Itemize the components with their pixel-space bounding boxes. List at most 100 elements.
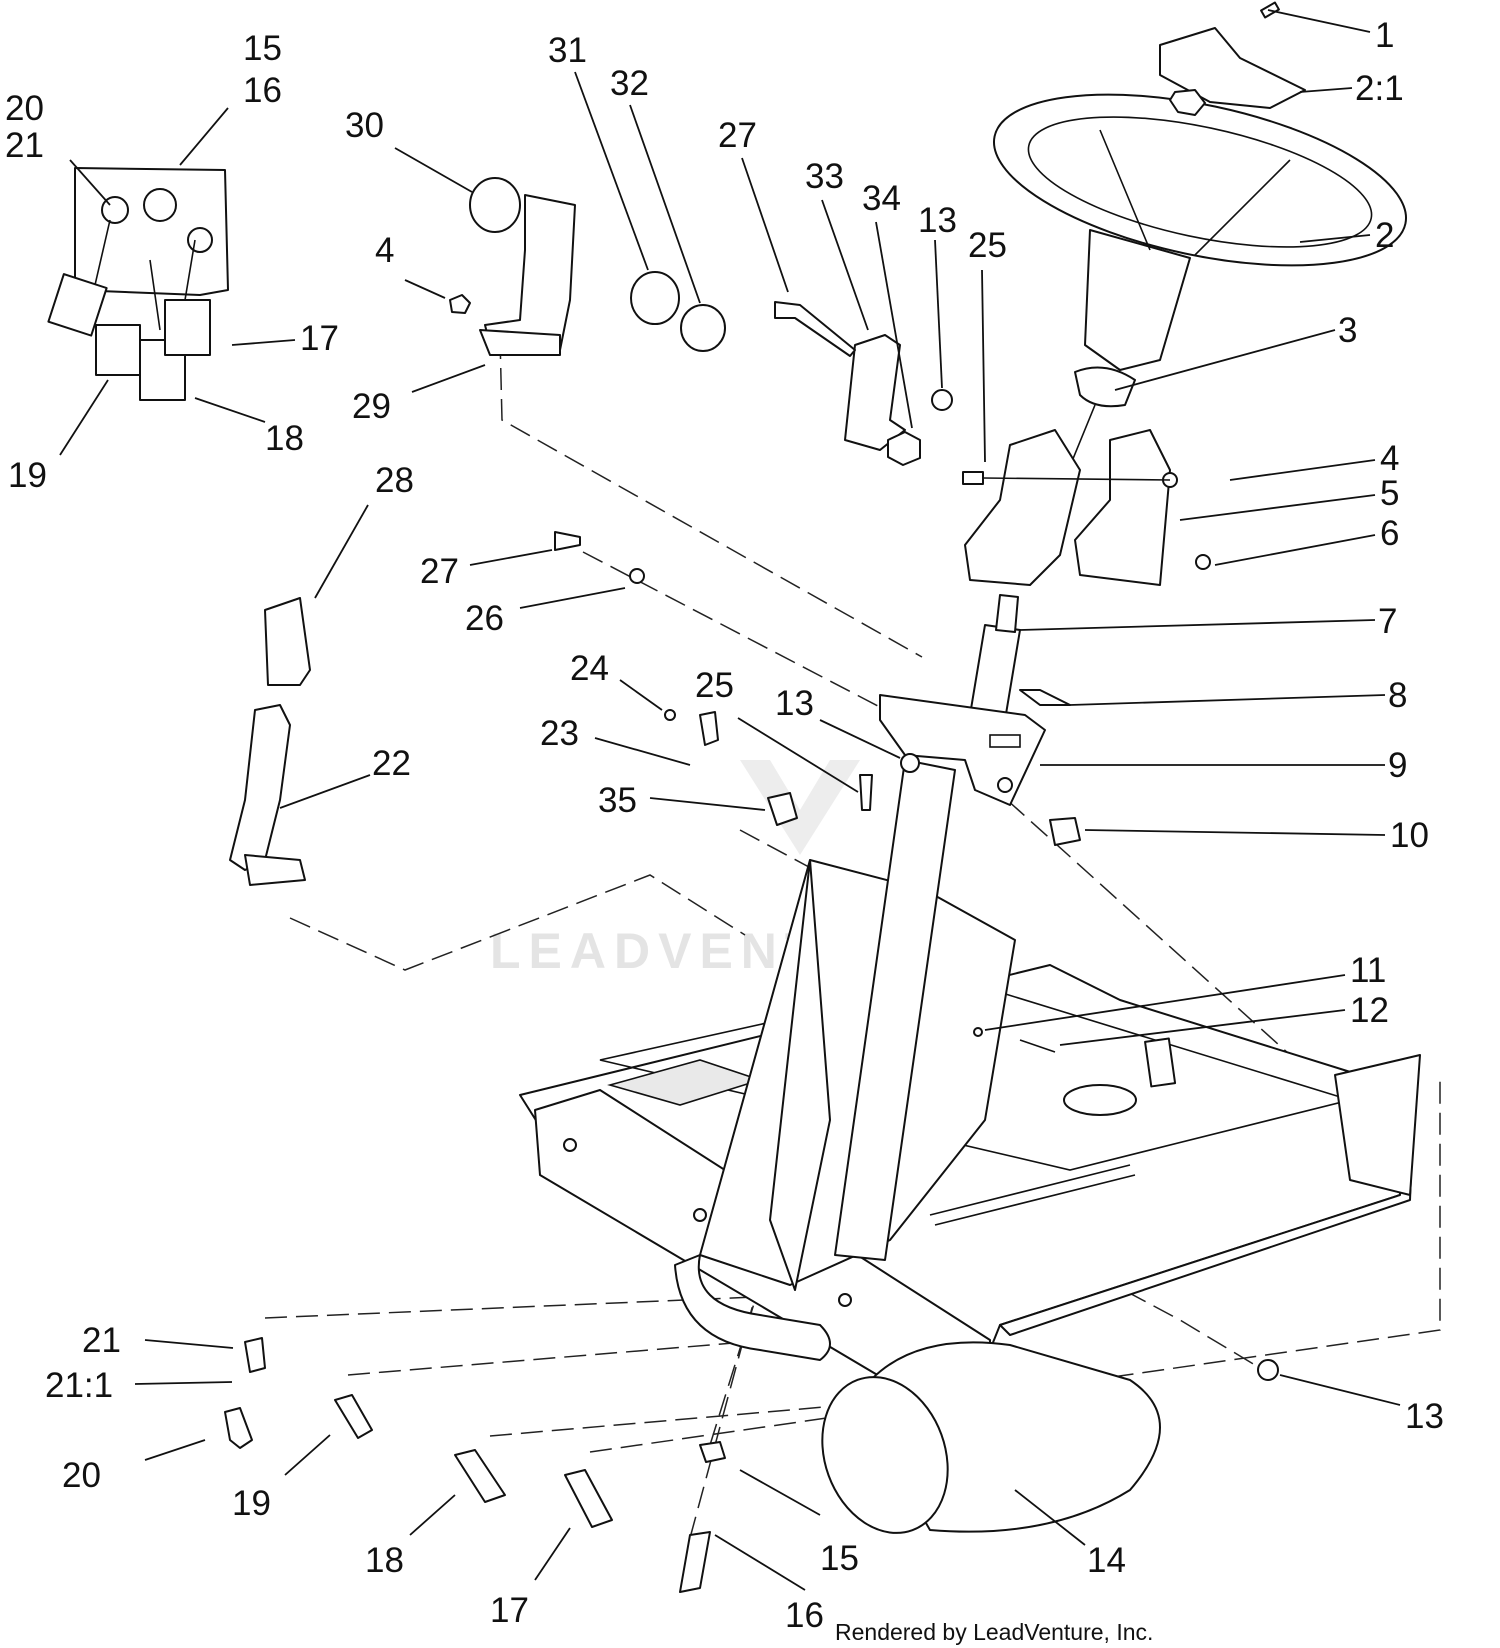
leader-12: [1059, 1009, 1346, 1046]
leader-23: [594, 737, 691, 766]
frame-slot: [929, 1164, 1136, 1226]
bolt-25-top: [962, 471, 984, 485]
fitting-17: [564, 1469, 613, 1528]
bolt-27-top: [774, 301, 856, 357]
hose-16: [679, 1531, 711, 1593]
valve-port: [187, 227, 213, 253]
leader-17-tl: [231, 339, 296, 346]
callout-30: 30: [345, 106, 384, 145]
spacer-26: [629, 568, 645, 584]
callout-2-1: 2:1: [1355, 69, 1404, 108]
leader-4-r: [1229, 459, 1376, 481]
washer-30: [469, 177, 521, 233]
callout-17-bottom: 17: [490, 1591, 529, 1630]
frame-bolt-hole: [693, 1208, 707, 1222]
watermark-logo: [740, 760, 860, 855]
leader-33: [821, 199, 869, 331]
callout-9: 9: [1388, 746, 1407, 785]
bumper-35: [767, 792, 798, 826]
callout-31: 31: [548, 31, 587, 70]
callout-15-bottom: 15: [820, 1539, 859, 1578]
leader-18-tl: [194, 397, 266, 423]
leader-22: [279, 774, 371, 809]
pin-11: [973, 1027, 983, 1037]
leader-16-tl: [179, 107, 229, 166]
callout-18-inset: 18: [265, 419, 304, 458]
callout-2: 2: [1375, 216, 1394, 255]
pin-12: [1019, 1039, 1056, 1053]
callout-25-top: 25: [968, 226, 1007, 265]
leader-6: [1214, 534, 1376, 566]
frame-tab: [1144, 1037, 1177, 1088]
callout-24: 24: [570, 649, 609, 688]
muffler-end: [821, 1376, 949, 1534]
callout-29: 29: [352, 387, 391, 426]
tower-front-face: [769, 859, 831, 1291]
callout-26: 26: [465, 599, 504, 638]
column-shaft-tip: [995, 594, 1019, 633]
bracket-nut-6: [1195, 554, 1211, 570]
frame-bolt-hole: [563, 1138, 577, 1152]
lever-33: [844, 334, 906, 451]
pedal-pivot: [244, 854, 306, 886]
leader-19-tl: [59, 379, 109, 456]
callout-15-inset: 15: [243, 29, 282, 68]
exhaust-pipe: [674, 1254, 831, 1361]
bracket-slot: [989, 734, 1021, 748]
leader-24: [619, 679, 663, 711]
bolt-25-line: [982, 477, 1171, 481]
hub-nut: [1169, 89, 1206, 116]
column-boot: [1074, 366, 1136, 408]
callout-1: 1: [1375, 16, 1394, 55]
valve-fitting-21: [47, 273, 108, 337]
frame-right-wall: [1334, 1054, 1421, 1196]
leader-11: [984, 974, 1346, 1031]
fitting-19: [334, 1394, 373, 1439]
callout-13-middle: 13: [775, 684, 814, 723]
column-support-brackets: [962, 429, 1211, 586]
callout-21-1: 21:1: [45, 1366, 113, 1405]
bracket-29-foot: [479, 329, 561, 356]
switch-23: [699, 711, 719, 746]
nut-13-right: [1257, 1359, 1279, 1381]
leader-27-m: [469, 549, 553, 566]
callout-27-middle: 27: [420, 552, 459, 591]
callout-11: 11: [1350, 951, 1386, 990]
leader-20-tl: [69, 159, 111, 206]
fitting-21: [244, 1337, 266, 1373]
support-bracket-left: [964, 429, 1081, 586]
valve-inset: [47, 167, 229, 401]
callout-35: 35: [598, 781, 637, 820]
nut-13-mid: [900, 753, 920, 773]
leader-26: [519, 587, 626, 609]
bolt-25-mid: [859, 774, 873, 811]
leader-10: [1084, 829, 1386, 836]
valve-tube: [94, 219, 196, 331]
leader-13-m: [819, 719, 901, 759]
callout-4-left: 4: [375, 231, 394, 270]
leader-17-b: [534, 1527, 571, 1581]
nut-34: [887, 431, 921, 466]
callout-6: 6: [1380, 514, 1399, 553]
pedal-pad-28: [264, 597, 311, 686]
leader-13-t: [934, 239, 943, 389]
callout-3: 3: [1338, 311, 1357, 350]
nut-4-left: [449, 294, 471, 314]
render-credit: Rendered by LeadVenture, Inc.: [835, 1619, 1153, 1645]
callout-18-bottom: 18: [365, 1541, 404, 1580]
leader-29: [411, 364, 486, 393]
steering-cap: [1159, 27, 1306, 109]
callout-10: 10: [1390, 816, 1429, 855]
leader-27-t: [741, 157, 789, 293]
callout-33: 33: [805, 157, 844, 196]
leader-lines: [59, 9, 1401, 1591]
leader-4-l: [404, 279, 446, 299]
muffler: [674, 1254, 1161, 1534]
frame-hole: [1063, 1084, 1137, 1116]
leader-3: [1114, 329, 1336, 391]
callout-8: 8: [1388, 676, 1407, 715]
callout-23: 23: [540, 714, 579, 753]
steering-wheel-rim: [992, 93, 1408, 267]
frame-bolt-hole: [838, 1293, 852, 1307]
